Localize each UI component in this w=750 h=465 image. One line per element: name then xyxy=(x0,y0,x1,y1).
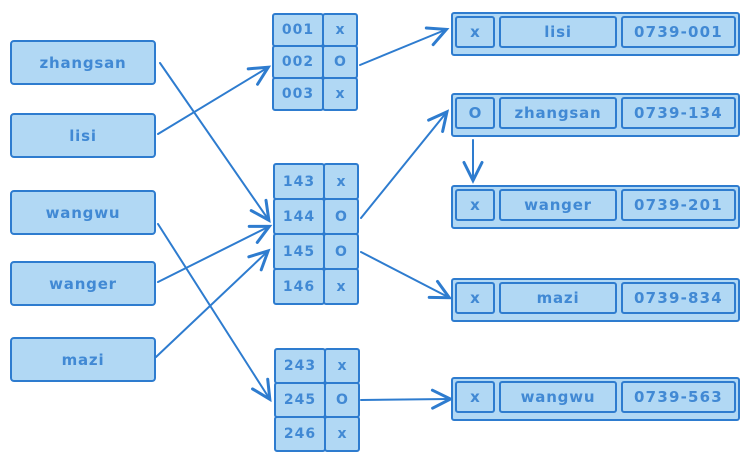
edge-mazi-to-145 xyxy=(155,248,271,358)
record-mazi: x mazi 0739-834 xyxy=(451,278,740,322)
bucket-flag-cell: x xyxy=(324,348,360,384)
edge-zhangsan-to-144 xyxy=(159,62,271,223)
edge-lisi-to-002 xyxy=(157,65,272,135)
record-lisi: x lisi 0739-001 xyxy=(451,12,740,56)
bucket-row: 243 x xyxy=(274,348,360,384)
bucket-flag-cell: O xyxy=(323,198,359,235)
record-flag-cell: x xyxy=(455,381,495,413)
bucket-row: 003 x xyxy=(272,77,358,111)
record-flag-cell: O xyxy=(455,97,495,129)
bucket-row: 146 x xyxy=(273,268,359,305)
edge-wanger-to-144 xyxy=(157,224,273,283)
edge-145-to-record-mazi xyxy=(360,251,453,300)
bucket-row: 145 O xyxy=(273,233,359,270)
bucket-flag-cell: O xyxy=(323,233,359,270)
bucket-flag-cell: x xyxy=(323,163,359,200)
bucket-flag-cell: x xyxy=(322,77,358,111)
record-name-cell: wangwu xyxy=(499,381,617,413)
bucket-row: 245 O xyxy=(274,382,360,418)
record-phone-cell: 0739-201 xyxy=(621,189,736,221)
record-phone-cell: 0739-134 xyxy=(621,97,736,129)
record-wangwu: x wangwu 0739-563 xyxy=(451,377,740,421)
bucket-row: 144 O xyxy=(273,198,359,235)
bucket-key-cell: 246 xyxy=(274,416,326,452)
record-phone-cell: 0739-834 xyxy=(621,282,736,314)
bucket-key-cell: 144 xyxy=(273,198,325,235)
record-name-cell: lisi xyxy=(499,16,617,48)
bucket-key-cell: 143 xyxy=(273,163,325,200)
edge-245-to-record-wangwu xyxy=(360,388,454,410)
edge-wangwu-to-245 xyxy=(157,223,272,403)
record-name-cell: mazi xyxy=(499,282,617,314)
bucket-row: 001 x xyxy=(272,13,358,47)
name-box-wangwu: wangwu xyxy=(10,190,156,235)
record-phone-cell: 0739-563 xyxy=(621,381,736,413)
edge-144-to-record-zhangsan xyxy=(360,109,450,219)
bucket-key-cell: 245 xyxy=(274,382,326,418)
record-flag-cell: x xyxy=(455,282,495,314)
bucket-flag-cell: x xyxy=(322,13,358,47)
record-flag-cell: x xyxy=(455,16,495,48)
bucket-row: 002 O xyxy=(272,45,358,79)
bucket-key-cell: 145 xyxy=(273,233,325,270)
name-box-lisi: lisi xyxy=(10,113,156,158)
name-box-zhangsan: zhangsan xyxy=(10,40,156,85)
name-box-mazi: mazi xyxy=(10,337,156,382)
record-wanger: x wanger 0739-201 xyxy=(451,185,740,229)
record-name-cell: wanger xyxy=(499,189,617,221)
bucket-table-001: 001 x 002 O 003 x xyxy=(272,13,358,111)
bucket-row: 143 x xyxy=(273,163,359,200)
bucket-flag-cell: O xyxy=(322,45,358,79)
bucket-key-cell: 146 xyxy=(273,268,325,305)
bucket-table-143: 143 x 144 O 145 O 146 x xyxy=(273,163,359,305)
edge-002-to-record-lisi xyxy=(359,26,450,66)
name-box-wanger: wanger xyxy=(10,261,156,306)
bucket-flag-cell: x xyxy=(323,268,359,305)
record-flag-cell: x xyxy=(455,189,495,221)
bucket-key-cell: 001 xyxy=(272,13,324,47)
record-zhangsan: O zhangsan 0739-134 xyxy=(451,93,740,137)
bucket-table-243: 243 x 245 O 246 x xyxy=(274,348,360,452)
bucket-flag-cell: O xyxy=(324,382,360,418)
bucket-key-cell: 002 xyxy=(272,45,324,79)
bucket-row: 246 x xyxy=(274,416,360,452)
record-name-cell: zhangsan xyxy=(499,97,617,129)
bucket-key-cell: 003 xyxy=(272,77,324,111)
bucket-key-cell: 243 xyxy=(274,348,326,384)
record-phone-cell: 0739-001 xyxy=(621,16,736,48)
bucket-flag-cell: x xyxy=(324,416,360,452)
